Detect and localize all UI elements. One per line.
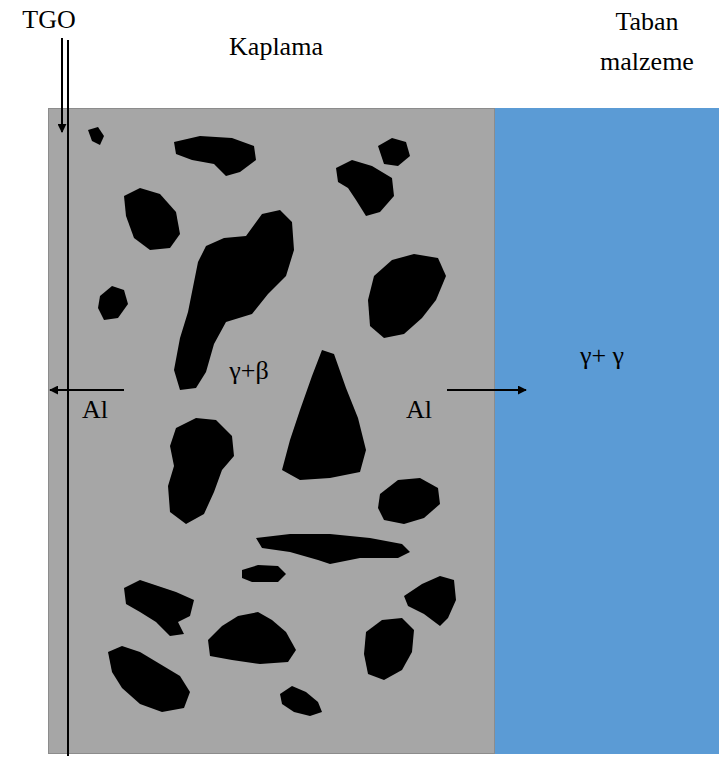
- element-label: Al: [396, 394, 442, 426]
- tgo-pointer-arrow: [61, 38, 63, 132]
- phase-label: γ+ γ: [557, 340, 647, 372]
- precipitate-particles: [88, 127, 456, 716]
- tgo-line: [67, 40, 69, 756]
- al-diffusion-arrow: [447, 389, 526, 391]
- element-label: Al: [72, 394, 118, 426]
- phase-label: γ+β: [219, 355, 279, 387]
- region-heading: Kaplama: [196, 31, 356, 63]
- tgo-label: TGO: [14, 4, 84, 36]
- al-diffusion-arrow: [50, 389, 124, 391]
- region-heading: Taban malzeme: [579, 2, 715, 82]
- coating-region: Kaplamaγ+β: [48, 108, 495, 754]
- substrate-region: Taban malzemeγ+ γ: [495, 108, 719, 754]
